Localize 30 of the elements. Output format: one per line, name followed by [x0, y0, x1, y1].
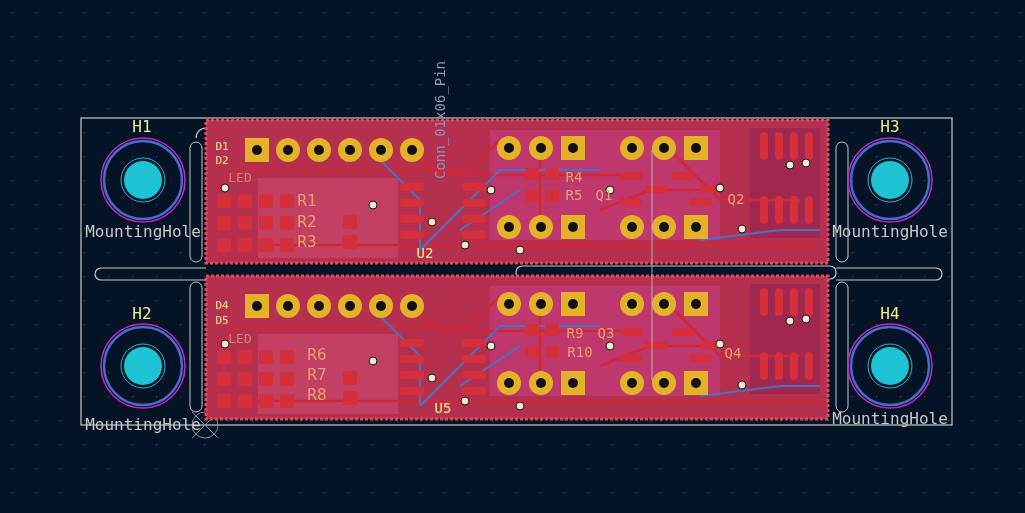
reference-designator: R3: [297, 234, 317, 250]
reference-designator: Q4: [724, 346, 742, 360]
reference-designator: D1: [215, 140, 229, 152]
reference-designator: R9: [566, 326, 584, 340]
footprint-name: MountingHole: [832, 411, 948, 427]
reference-designator: D2: [215, 154, 229, 166]
reference-designator: R8: [307, 387, 327, 403]
reference-designator: R6: [307, 347, 327, 363]
footprint-name: MountingHole: [832, 224, 948, 240]
silkscreen-text: LED: [228, 170, 252, 184]
reference-designator: R1: [297, 193, 317, 209]
reference-designator: R2: [297, 214, 317, 230]
silkscreen-text: LED: [228, 331, 252, 345]
reference-designator: R10: [567, 345, 593, 359]
part-value: Conn_01x06_Pin: [433, 61, 447, 179]
hole-designator: H3: [880, 119, 900, 135]
reference-designator: U2: [416, 246, 434, 260]
footprint-name: MountingHole: [85, 224, 201, 240]
hole-designator: H1: [132, 119, 152, 135]
reference-designator: Q2: [727, 192, 745, 206]
hole-designator: H2: [132, 306, 152, 322]
hole-designator: H4: [880, 306, 900, 322]
reference-designator: R4: [565, 170, 583, 184]
reference-designator: R5: [565, 188, 583, 202]
reference-designator: D4: [215, 299, 229, 311]
reference-designator: D5: [215, 314, 229, 326]
reference-designator: Q1: [595, 188, 613, 202]
reference-designator: Q3: [597, 326, 615, 340]
reference-designator: R7: [307, 367, 327, 383]
reference-designator: U5: [434, 401, 452, 415]
